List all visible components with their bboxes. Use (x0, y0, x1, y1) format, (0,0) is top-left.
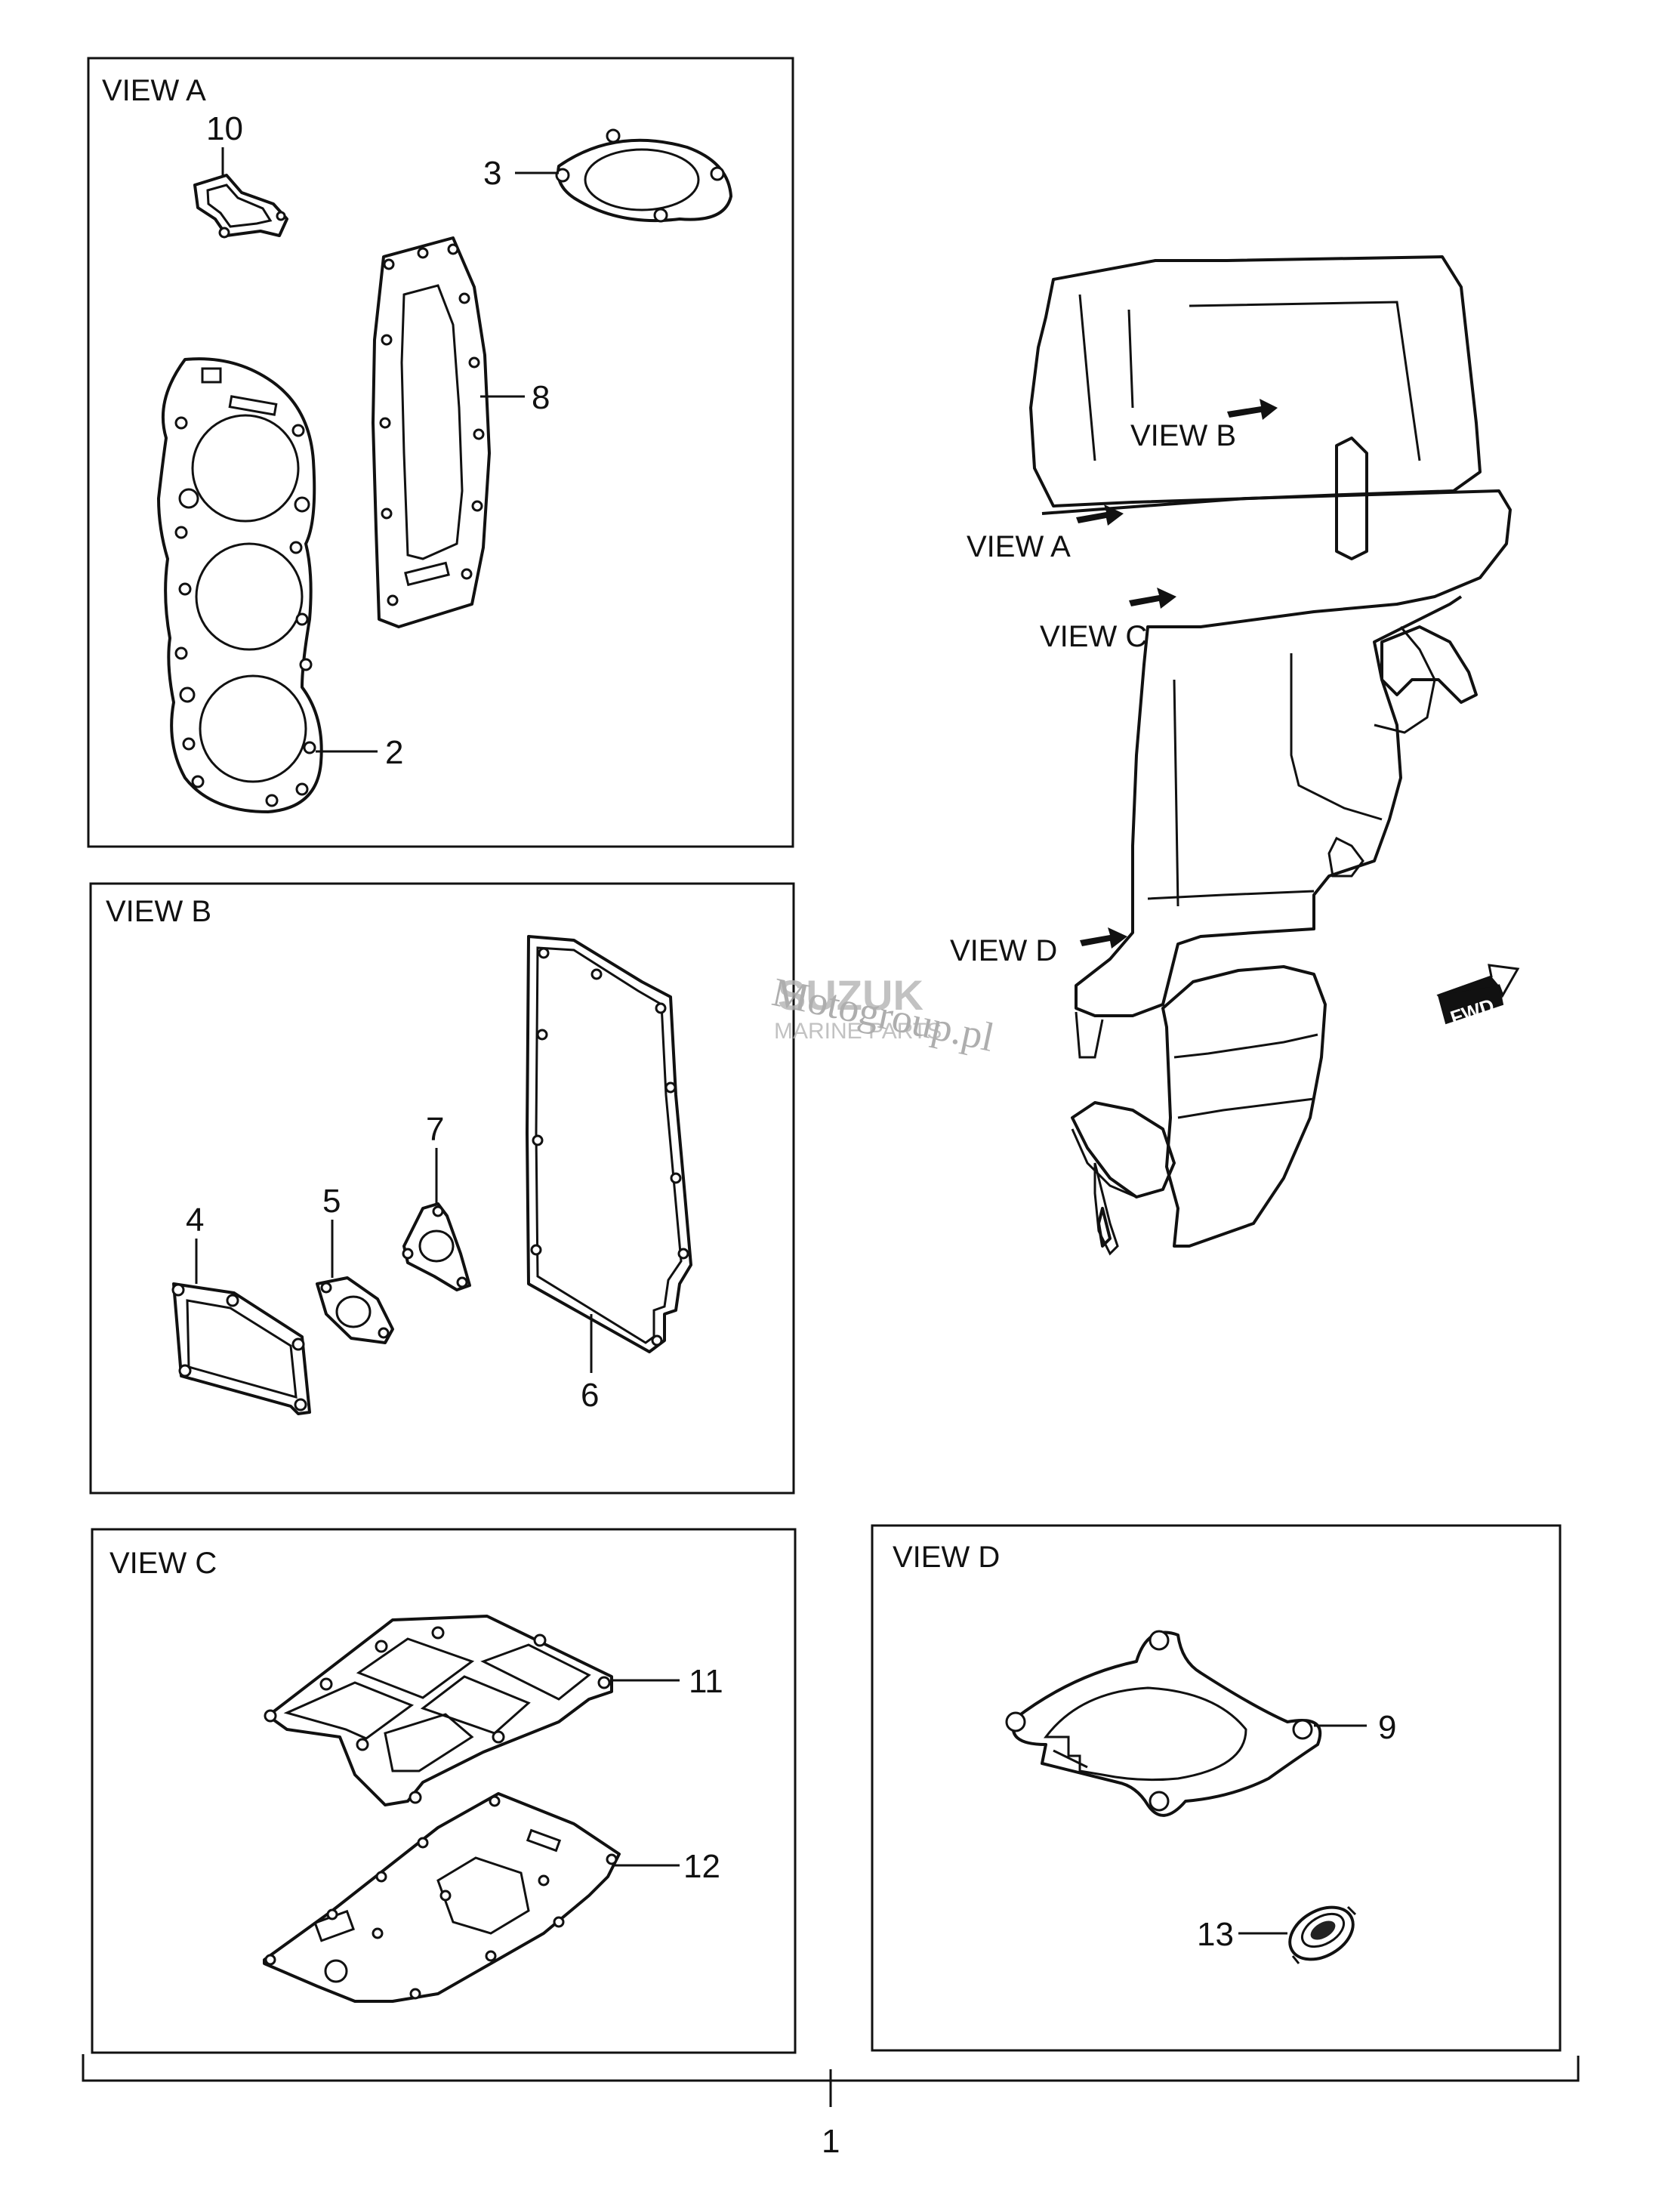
part-12-bolt-holes (264, 1795, 618, 2000)
callout-5: 5 (322, 1183, 341, 1220)
view-c-title: VIEW C (109, 1547, 217, 1580)
watermark: SUZUK MARINE PARTS Motogroup.pl (769, 969, 998, 1060)
callout-13: 13 (1197, 1916, 1234, 1953)
midsection (1041, 489, 1512, 1017)
part-3-gasket[interactable] (555, 128, 732, 223)
part-6-bolt-holes (530, 947, 689, 1347)
part-4-gasket[interactable] (171, 1282, 311, 1415)
callout-3: 3 (483, 155, 501, 192)
callout-8: 8 (532, 379, 550, 416)
view-b-frame (89, 882, 795, 1495)
view-c-frame (91, 1528, 797, 2054)
cylinder-bore-1 (191, 414, 300, 523)
part-6-gasket[interactable] (526, 935, 692, 1353)
view-d-frame (871, 1524, 1562, 2052)
cylinder-bore-3 (199, 674, 307, 783)
part-13-oil-seal[interactable] (1281, 1897, 1362, 1970)
motor-view-d-label: VIEW D (950, 934, 1057, 967)
tiller-handle (1335, 437, 1368, 560)
gearcase (1161, 965, 1327, 1248)
view-b-title: VIEW B (106, 895, 211, 928)
callout-7: 7 (426, 1111, 444, 1148)
part-10-gasket[interactable] (193, 174, 288, 239)
fwd-direction-badge: FWD (1436, 964, 1520, 1029)
part-8-gasket[interactable] (372, 236, 491, 628)
part-1-bracket: 1 (82, 2054, 1580, 2160)
motor-view-b-arrow: VIEW B (1130, 399, 1278, 452)
callout-1: 1 (822, 2123, 840, 2160)
callout-6: 6 (581, 1377, 599, 1414)
part-5-gasket[interactable] (316, 1276, 394, 1344)
motor-view-d-arrow: VIEW D (950, 927, 1127, 967)
motor-view-c-arrow: VIEW C (1040, 588, 1176, 653)
view-a-panel: VIEW A 10 3 (87, 57, 794, 848)
outboard-motor-illustration: VIEW B VIEW A VIEW C VIEW D (950, 255, 1512, 1256)
view-a-frame (87, 57, 794, 848)
part-7-gasket[interactable] (402, 1202, 471, 1291)
part-2-bolt-holes (174, 416, 316, 807)
part-12-gasket[interactable] (263, 1792, 621, 2003)
part-9-gasket[interactable] (1005, 1630, 1322, 1817)
callout-4: 4 (186, 1202, 204, 1239)
view-c-panel: VIEW C 11 (91, 1528, 797, 2054)
cylinder-bore-2 (195, 542, 304, 651)
engine-cover (1029, 255, 1482, 507)
view-d-title: VIEW D (893, 1541, 1000, 1574)
view-a-title: VIEW A (102, 74, 206, 107)
callout-11: 11 (689, 1663, 723, 1700)
part-11-bolt-holes (264, 1626, 611, 1804)
watermark-brand: SUZUK (778, 971, 924, 1019)
part-8-bolt-holes (379, 243, 485, 606)
view-d-panel: VIEW D 9 13 (871, 1524, 1562, 2052)
propeller (1071, 1101, 1176, 1199)
part-11-gasket[interactable] (264, 1615, 613, 1806)
motor-view-a-label: VIEW A (967, 530, 1071, 563)
callout-9: 9 (1378, 1709, 1396, 1746)
callout-12: 12 (683, 1848, 720, 1885)
callout-10: 10 (206, 110, 243, 147)
part-2-head-gasket[interactable] (157, 357, 323, 813)
view-b-panel: VIEW B 4 5 7 (89, 882, 795, 1495)
motor-view-c-label: VIEW C (1040, 620, 1147, 653)
watermark-sub: MARINE PARTS (774, 1019, 942, 1044)
callout-2: 2 (385, 734, 403, 771)
motor-view-b-label: VIEW B (1130, 419, 1236, 452)
motor-view-a-arrow: VIEW A (967, 504, 1124, 563)
